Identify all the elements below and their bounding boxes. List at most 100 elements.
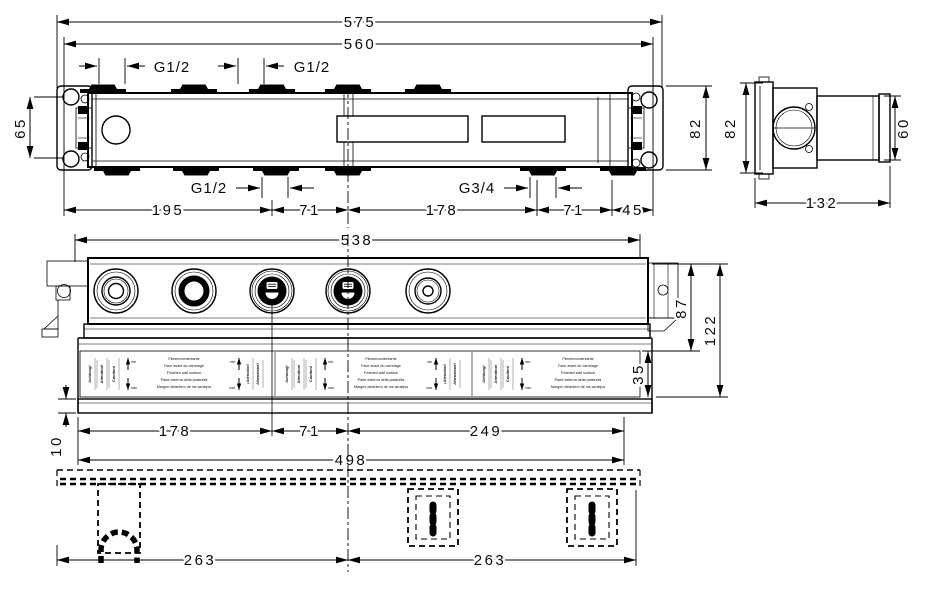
svg-text:Face avant du carrelage: Face avant du carrelage: [558, 364, 598, 368]
dim-mount-width-label: 560: [344, 36, 377, 53]
thread-callout-bottom-right: G3/4: [456, 177, 582, 200]
dim-front-seg2-label: 71: [299, 423, 321, 440]
dim-chain-bottom: 263 263: [56, 490, 637, 572]
thread-callout-top-left: G1/2: [79, 57, 192, 84]
dim-total-width-label: 575: [344, 14, 377, 31]
dim-bottom-right-label: 263: [474, 552, 507, 569]
dim-chain-front: 178 71 249 498: [77, 417, 625, 472]
dim-total-width: 575: [57, 12, 662, 34]
ports-top-edge: [80, 84, 451, 93]
label-block-2: Achtung! Attention! Caution! min. max. F…: [284, 357, 461, 390]
plate-lip: [77, 398, 653, 414]
svg-text:max.: max.: [525, 386, 532, 390]
thread-bottom-left-label: G1/2: [191, 180, 228, 197]
dim-bracket-height-label: 65: [12, 117, 29, 139]
dim-depth-label: 132: [806, 195, 839, 212]
svg-text:Fliesenvorderkante: Fliesenvorderkante: [365, 357, 396, 361]
label-block-3: Achtung! Attention! Caution! min. max. F…: [481, 357, 605, 390]
svg-text:Margen delantero de los azulej: Margen delantero de los azulejos: [354, 385, 408, 389]
port-circle-5: [405, 268, 451, 314]
dim-side-height: 82: [720, 82, 763, 174]
svg-text:min.: min.: [525, 360, 531, 364]
left-bracket-plan: [56, 85, 93, 171]
svg-text:Parte esterna della piastrella: Parte esterna della piastrella: [555, 378, 603, 382]
dim-seg4-label: 71: [563, 202, 585, 219]
port-circle-1: [93, 268, 139, 314]
dim-seg3-label: 178: [426, 202, 459, 219]
strip-line-3: Finished wall surface: [167, 371, 201, 375]
dim-mount-width: 560: [64, 34, 653, 56]
dim-bottom-left-label: 263: [184, 552, 217, 569]
thread-callout-top-right: G1/2: [218, 57, 332, 84]
svg-text:Face avant du carrelage: Face avant du carrelage: [361, 364, 401, 368]
top-view: 575 560 G1/2 G1/2: [10, 12, 712, 222]
front-view: 538: [41, 230, 728, 472]
svg-text:Fliesenvorderkante: Fliesenvorderkante: [562, 357, 593, 361]
label-strip-frame: [79, 350, 641, 398]
strip-line-5: Margen delantero de los azulejos: [157, 385, 211, 389]
svg-text:Caution!: Caution!: [308, 366, 313, 382]
dim-seg1-label: 195: [152, 202, 185, 219]
valve-body-plan: [87, 92, 633, 168]
dim-body-width-label: 538: [341, 232, 374, 249]
port-circle-2: [171, 268, 217, 314]
fixing-box-1: [407, 488, 459, 547]
svg-text:¡Atención!: ¡Atención!: [442, 364, 447, 384]
strip-max-label: max.: [229, 386, 236, 390]
body-bore-circle: [101, 115, 131, 145]
side-view: 82 60 132: [720, 76, 915, 215]
strip-min-label: min.: [230, 360, 236, 364]
ports-bottom-edge: [94, 167, 646, 176]
fixing-box-2: [566, 488, 618, 547]
strip-warning-es: ¡Atención!: [245, 364, 250, 384]
strip-min-label: min.: [131, 360, 137, 364]
strip-warning-fr: Attention!: [99, 365, 104, 384]
dim-total-height-label: 122: [702, 314, 719, 347]
body-slot-1: [336, 115, 469, 143]
dim-plate-width-label: 498: [335, 452, 368, 469]
strip-warning-en: Caution!: [111, 366, 116, 382]
svg-text:Attenzione!: Attenzione!: [452, 363, 457, 385]
dim-front-seg3-label: 249: [470, 423, 503, 440]
strip-max-label: max.: [131, 386, 138, 390]
port-circle-3: [249, 268, 295, 314]
side-cylinder: [816, 95, 880, 161]
side-body: [754, 76, 891, 180]
svg-text:Finished wall surface: Finished wall surface: [561, 371, 595, 375]
svg-text:max.: max.: [426, 386, 433, 390]
thread-top-left-label: G1/2: [154, 59, 191, 76]
front-right-bracket: [647, 262, 680, 332]
svg-text:Achtung!: Achtung!: [481, 365, 486, 383]
dim-chain-plan: 195 71 178 71 45: [64, 180, 653, 222]
thread-callout-bottom-left: G1/2: [188, 177, 314, 200]
dim-lip-height-label: 10: [48, 435, 65, 457]
right-bracket-plan: [627, 85, 664, 171]
dim-lip-height: 10: [46, 385, 76, 459]
holder-hook: [98, 529, 140, 563]
label-block-1: Achtung! Attention! Caution! min. max. F…: [87, 357, 264, 390]
dim-right-height: 82: [666, 85, 712, 171]
body-slot-2: [481, 115, 566, 143]
svg-text:Parte esterna della piastrella: Parte esterna della piastrella: [358, 378, 406, 382]
strip-line-1: Fliesenvorderkante: [168, 357, 199, 361]
thread-bottom-right-label: G3/4: [459, 180, 496, 197]
dim-cylinder-height: 60: [884, 95, 915, 161]
svg-text:Finished wall surface: Finished wall surface: [364, 371, 398, 375]
dim-front-heights: 87 122 35: [628, 263, 728, 398]
strip-line-2: Face avant du carrelage: [164, 364, 204, 368]
svg-text:Attention!: Attention!: [493, 365, 498, 384]
dim-cylinder-height-label: 60: [895, 117, 912, 139]
svg-text:Attention!: Attention!: [296, 365, 301, 384]
dim-body-height-label: 87: [673, 297, 690, 319]
dim-depth: 132: [754, 166, 891, 215]
svg-text:min.: min.: [427, 360, 433, 364]
svg-text:Caution!: Caution!: [505, 366, 510, 382]
strip-line-4: Parte esterna della piastrella: [161, 378, 209, 382]
dim-bracket-height: 65: [10, 96, 64, 159]
front-left-bracket: [41, 260, 89, 338]
svg-text:Margen delantero de los azulej: Margen delantero de los azulejos: [551, 385, 605, 389]
handle-holder-outline: [97, 483, 141, 563]
dim-seg5-label: 45: [622, 202, 644, 219]
